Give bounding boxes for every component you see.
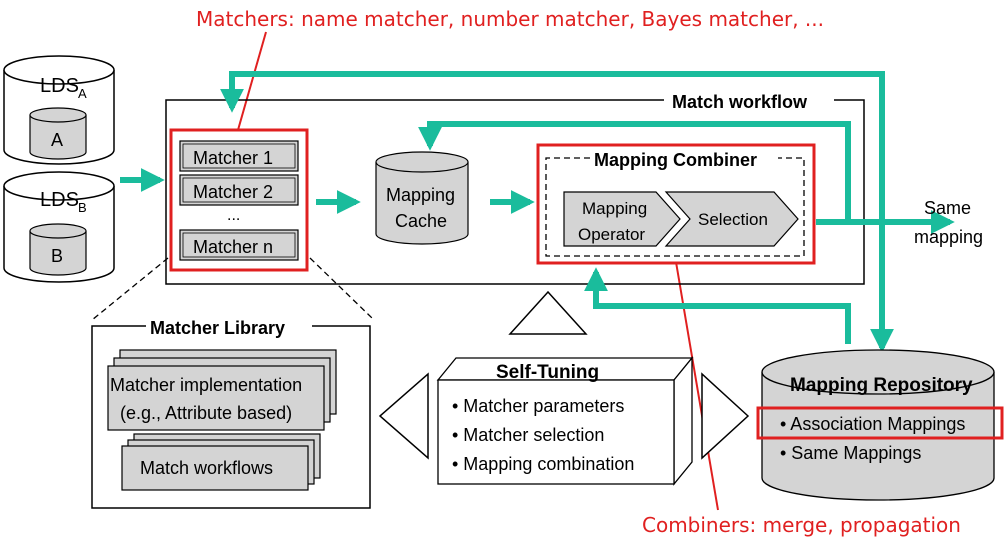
matcher-1: Matcher 1 xyxy=(179,140,299,172)
repository-item-association: • Association Mappings xyxy=(780,414,965,434)
output-label-line2: mapping xyxy=(914,227,983,247)
feedback-loop-arrow xyxy=(220,71,894,353)
combiners-annotation: Combiners: merge, propagation xyxy=(642,513,961,537)
matchers-annotation: Matchers: name matcher, number matcher, … xyxy=(196,7,824,31)
combiner-to-cache-loop-arrow xyxy=(418,121,851,222)
repository-item-same: • Same Mappings xyxy=(780,443,921,463)
matcher-n: Matcher n xyxy=(179,229,299,261)
right-triangle-icon xyxy=(701,372,750,460)
mapping-combiner-title: Mapping Combiner xyxy=(594,150,757,170)
svg-text:Match workflows: Match workflows xyxy=(140,458,273,478)
svg-text:(e.g., Attribute based): (e.g., Attribute based) xyxy=(120,403,292,423)
matcher-implementation-stack: Matcher implementation (e.g., Attribute … xyxy=(107,349,337,431)
matcher-library-title: Matcher Library xyxy=(150,318,285,338)
matcher-2: Matcher 2 xyxy=(179,174,299,206)
association-highlight xyxy=(756,406,1004,440)
data-flow-arrows xyxy=(120,71,955,353)
svg-text:Matcher n: Matcher n xyxy=(193,237,273,257)
matchers-group: Matcher 1 Matcher 2 ... Matcher n xyxy=(169,128,309,272)
repository-to-combiner-arrow xyxy=(584,267,851,344)
svg-text:Mapping: Mapping xyxy=(582,199,647,218)
self-tuning-box: Self-Tuning • Matcher parameters • Match… xyxy=(436,356,694,486)
mapping-cache: Mapping Cache xyxy=(375,151,469,245)
match-workflows-stack: Match workflows xyxy=(121,433,321,491)
self-tuning-item-3: • Mapping combination xyxy=(452,454,634,474)
lds-a-inner-cylinder: A xyxy=(29,107,87,160)
svg-text:Matcher 1: Matcher 1 xyxy=(193,148,273,168)
left-triangle-icon xyxy=(378,372,429,460)
matchers-highlight xyxy=(169,128,309,272)
lds-b-database: LDS B B xyxy=(3,171,115,283)
svg-text:Cache: Cache xyxy=(395,211,447,231)
mapping-repository: Mapping Repository • Association Mapping… xyxy=(756,349,1004,501)
selection-box: Selection xyxy=(664,191,799,247)
mapping-repository-title: Mapping Repository xyxy=(790,375,973,396)
zoom-line-right xyxy=(309,257,373,319)
up-triangle-icon xyxy=(508,290,588,335)
matcher-ellipsis: ... xyxy=(227,207,240,224)
lds-b-inner-cylinder: B xyxy=(29,223,87,276)
svg-text:B: B xyxy=(51,246,63,266)
self-tuning-item-2: • Matcher selection xyxy=(452,425,604,445)
zoom-line-left xyxy=(91,257,169,321)
combiner-highlight xyxy=(536,143,816,265)
lds-b-subscript: B xyxy=(78,200,87,215)
svg-text:Selection: Selection xyxy=(698,210,768,229)
mapping-combiner: Mapping Combiner Mapping Operator Select… xyxy=(536,143,816,265)
self-tuning-title: Self-Tuning xyxy=(496,362,599,383)
svg-text:Operator: Operator xyxy=(578,225,645,244)
svg-text:A: A xyxy=(51,130,63,150)
lds-a-label: LDS xyxy=(40,75,79,97)
match-workflow-title: Match workflow xyxy=(672,92,808,112)
matcher-library: Matcher Library Matcher implementation (… xyxy=(91,318,371,509)
svg-text:Matcher 2: Matcher 2 xyxy=(193,182,273,202)
svg-text:Matcher implementation: Matcher implementation xyxy=(110,375,302,395)
svg-text:Mapping: Mapping xyxy=(386,185,455,205)
lds-b-label: LDS xyxy=(40,189,79,211)
output-label-line1: Same xyxy=(924,198,971,218)
mapping-operator-box: Mapping Operator xyxy=(563,191,681,247)
self-tuning-item-1: • Matcher parameters xyxy=(452,396,624,416)
lds-a-subscript: A xyxy=(78,86,87,101)
lds-a-database: LDS A A xyxy=(3,55,115,165)
matchers-annotation-pointer xyxy=(237,31,267,131)
